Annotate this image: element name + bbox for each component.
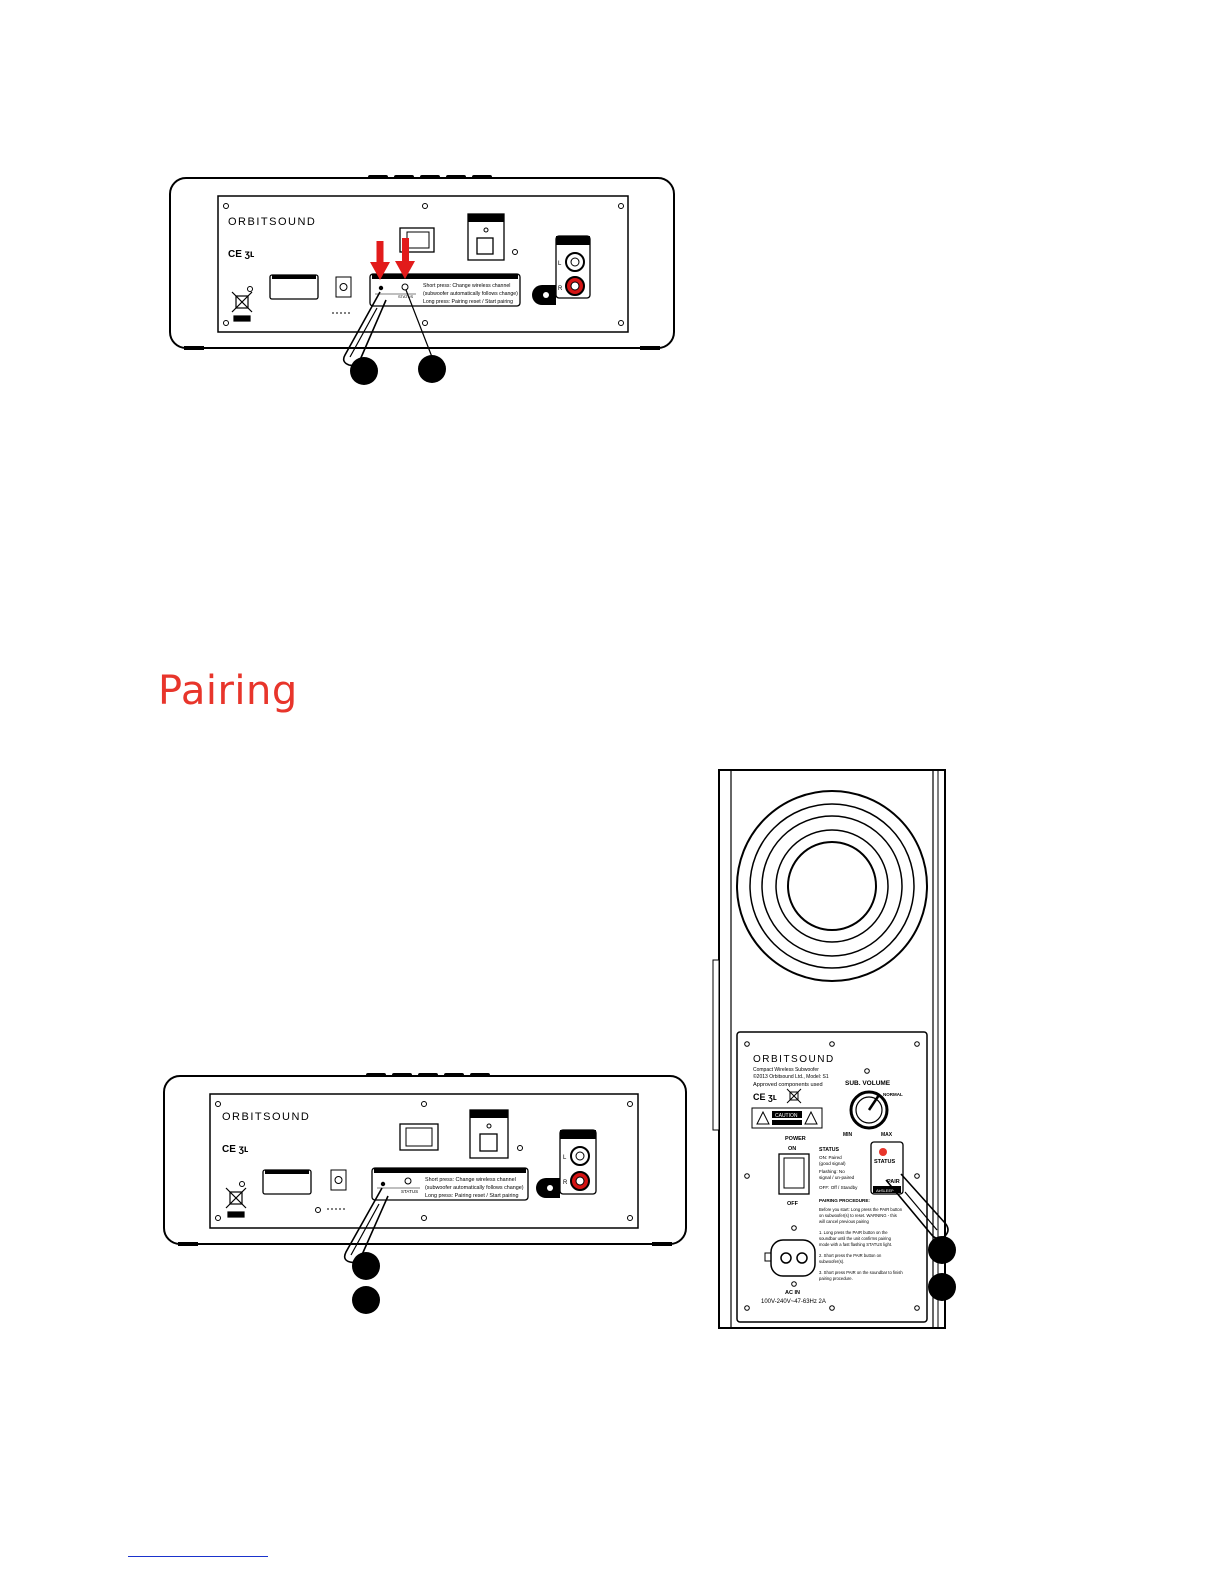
status-line-3: Flashing: No	[819, 1169, 845, 1174]
subwoofer-cert-marks: CE ʒʟ	[753, 1092, 777, 1102]
instruction-line-1: Short press: Change wireless channel	[423, 283, 510, 289]
soundbar-brand-2: ORBITSOUND	[222, 1111, 310, 1123]
status-label-2: STATUS	[401, 1189, 418, 1194]
sub-status-led	[879, 1148, 887, 1156]
dc-input-socket-2	[330, 1169, 347, 1191]
subwoofer-model-line-3: Approved components used	[753, 1082, 823, 1088]
instruction-line-1b: Short press: Change wireless channel	[425, 1177, 516, 1183]
weee-bin-icon	[231, 291, 253, 322]
ac-in-title: AC IN	[785, 1290, 800, 1296]
soundbar-rear-figure-bottom: ORBITSOUND CE ʒʟ STATUS Short press: Cha…	[163, 1073, 687, 1314]
sub-pair-box: STATUS PAIR AirSLEEP	[870, 1141, 904, 1195]
status-line-4: signal / un-paired	[819, 1175, 855, 1180]
callout-dot-4	[352, 1286, 380, 1314]
instruction-line-2: (subwoofer automatically follows change)	[423, 291, 518, 297]
rca-input-block-2: L R	[536, 1129, 597, 1198]
soundbar-cert-marks: CE ʒʟ	[228, 249, 255, 260]
svg-text:L: L	[563, 1155, 567, 1161]
status-led	[401, 283, 409, 291]
svg-text:AirSLEEP: AirSLEEP	[876, 1188, 894, 1193]
ac-inlet	[764, 1225, 816, 1287]
soundbar-brand: ORBITSOUND	[228, 216, 316, 228]
subwoofer-model-line-1: Compact Wireless Subwoofer	[753, 1067, 819, 1073]
pairing-line-10: pairing procedure.	[819, 1276, 853, 1281]
svg-text:R: R	[558, 286, 563, 292]
ac-in-rating: 100V-240V~47-63Hz 2A	[761, 1299, 826, 1305]
status-line-2: (good signal)	[819, 1161, 846, 1166]
status-title: STATUS	[819, 1147, 840, 1153]
svg-text:R: R	[563, 1180, 568, 1186]
svg-text:CAUTION: CAUTION	[775, 1113, 798, 1119]
caution-label: CAUTION	[751, 1107, 823, 1129]
soundbar-rear-figure-top: ORBITSOUND CE ʒʟ STATUS Short press: Cha…	[169, 175, 675, 385]
red-arrow-status	[395, 238, 415, 279]
pairing-line-9: 3. Short press PAIR on the soundbar to f…	[819, 1270, 903, 1275]
pairing-line-2: on subwoofer(s) to reset. WARNING - this	[819, 1213, 897, 1218]
pair-button-2	[380, 1181, 386, 1187]
callout-dot-1	[350, 357, 378, 385]
pairing-line-4: 1. Long press the PAIR button on the	[819, 1230, 888, 1235]
status-led-2	[404, 1177, 412, 1185]
svg-text:PAIR: PAIR	[887, 1179, 900, 1185]
volume-max-label: MAX	[881, 1132, 893, 1138]
status-line-5: OFF: Off / Standby	[819, 1185, 858, 1190]
instruction-line-3b: Long press: Pairing reset / Start pairin…	[425, 1193, 519, 1199]
pairing-line-6: mode with a fast flashing STATUS light.	[819, 1242, 892, 1247]
power-on-label: ON	[788, 1146, 796, 1152]
pairing-line-7: 2. Short press the PAIR button on	[819, 1253, 882, 1258]
dc-input-socket	[335, 276, 352, 298]
sub-volume-knob	[849, 1090, 889, 1130]
soundbar-cert-marks-2: CE ʒʟ	[222, 1144, 249, 1155]
subwoofer-brand: ORBITSOUND	[753, 1054, 835, 1065]
power-off-label: OFF	[787, 1201, 799, 1207]
callout-dot-2	[418, 355, 446, 383]
weee-bin-icon-3	[786, 1088, 802, 1104]
section-heading: Pairing	[158, 668, 298, 714]
callout-dot-5	[928, 1236, 956, 1264]
weee-bin-icon-2	[225, 1187, 247, 1218]
svg-text:L: L	[558, 261, 562, 267]
pair-button	[378, 285, 384, 291]
pairing-line-5: soundbar until the unit confirms pairing	[819, 1236, 892, 1241]
status-line-1: ON: Paired	[819, 1155, 842, 1160]
pairing-line-1: Before you start: Long press the PAIR bu…	[819, 1207, 903, 1212]
instruction-line-3: Long press: Pairing reset / Start pairin…	[423, 299, 513, 305]
instruction-line-2b: (subwoofer automatically follows change)	[425, 1185, 524, 1191]
callout-dot-3	[352, 1252, 380, 1280]
paperclip-icon-3	[885, 1173, 949, 1240]
volume-normal-label: NORMAL	[883, 1092, 903, 1097]
subwoofer-driver	[736, 790, 928, 982]
rca-input-block: L R	[532, 235, 591, 305]
svg-text:STATUS: STATUS	[874, 1159, 896, 1165]
callout-dot-6	[928, 1273, 956, 1301]
red-arrow-pair	[370, 241, 390, 280]
footer-link-rule	[128, 1556, 268, 1557]
pairing-line-8: subwoofer(s).	[819, 1259, 844, 1264]
volume-min-label: MIN	[843, 1132, 853, 1138]
pairing-line-3: will cancel previous pairing	[819, 1219, 869, 1224]
subwoofer-figure: ORBITSOUND Compact Wireless Subwoofer ©2…	[712, 769, 956, 1329]
pairing-procedure-title: PAIRING PROCEDURE:	[819, 1198, 870, 1203]
status-label: STATUS	[398, 294, 414, 299]
sub-volume-title: SUB. VOLUME	[845, 1080, 891, 1087]
subwoofer-model-line-2: ©2013 Orbitsound Ltd., Model: S1	[753, 1073, 829, 1080]
power-title: POWER	[785, 1136, 806, 1142]
